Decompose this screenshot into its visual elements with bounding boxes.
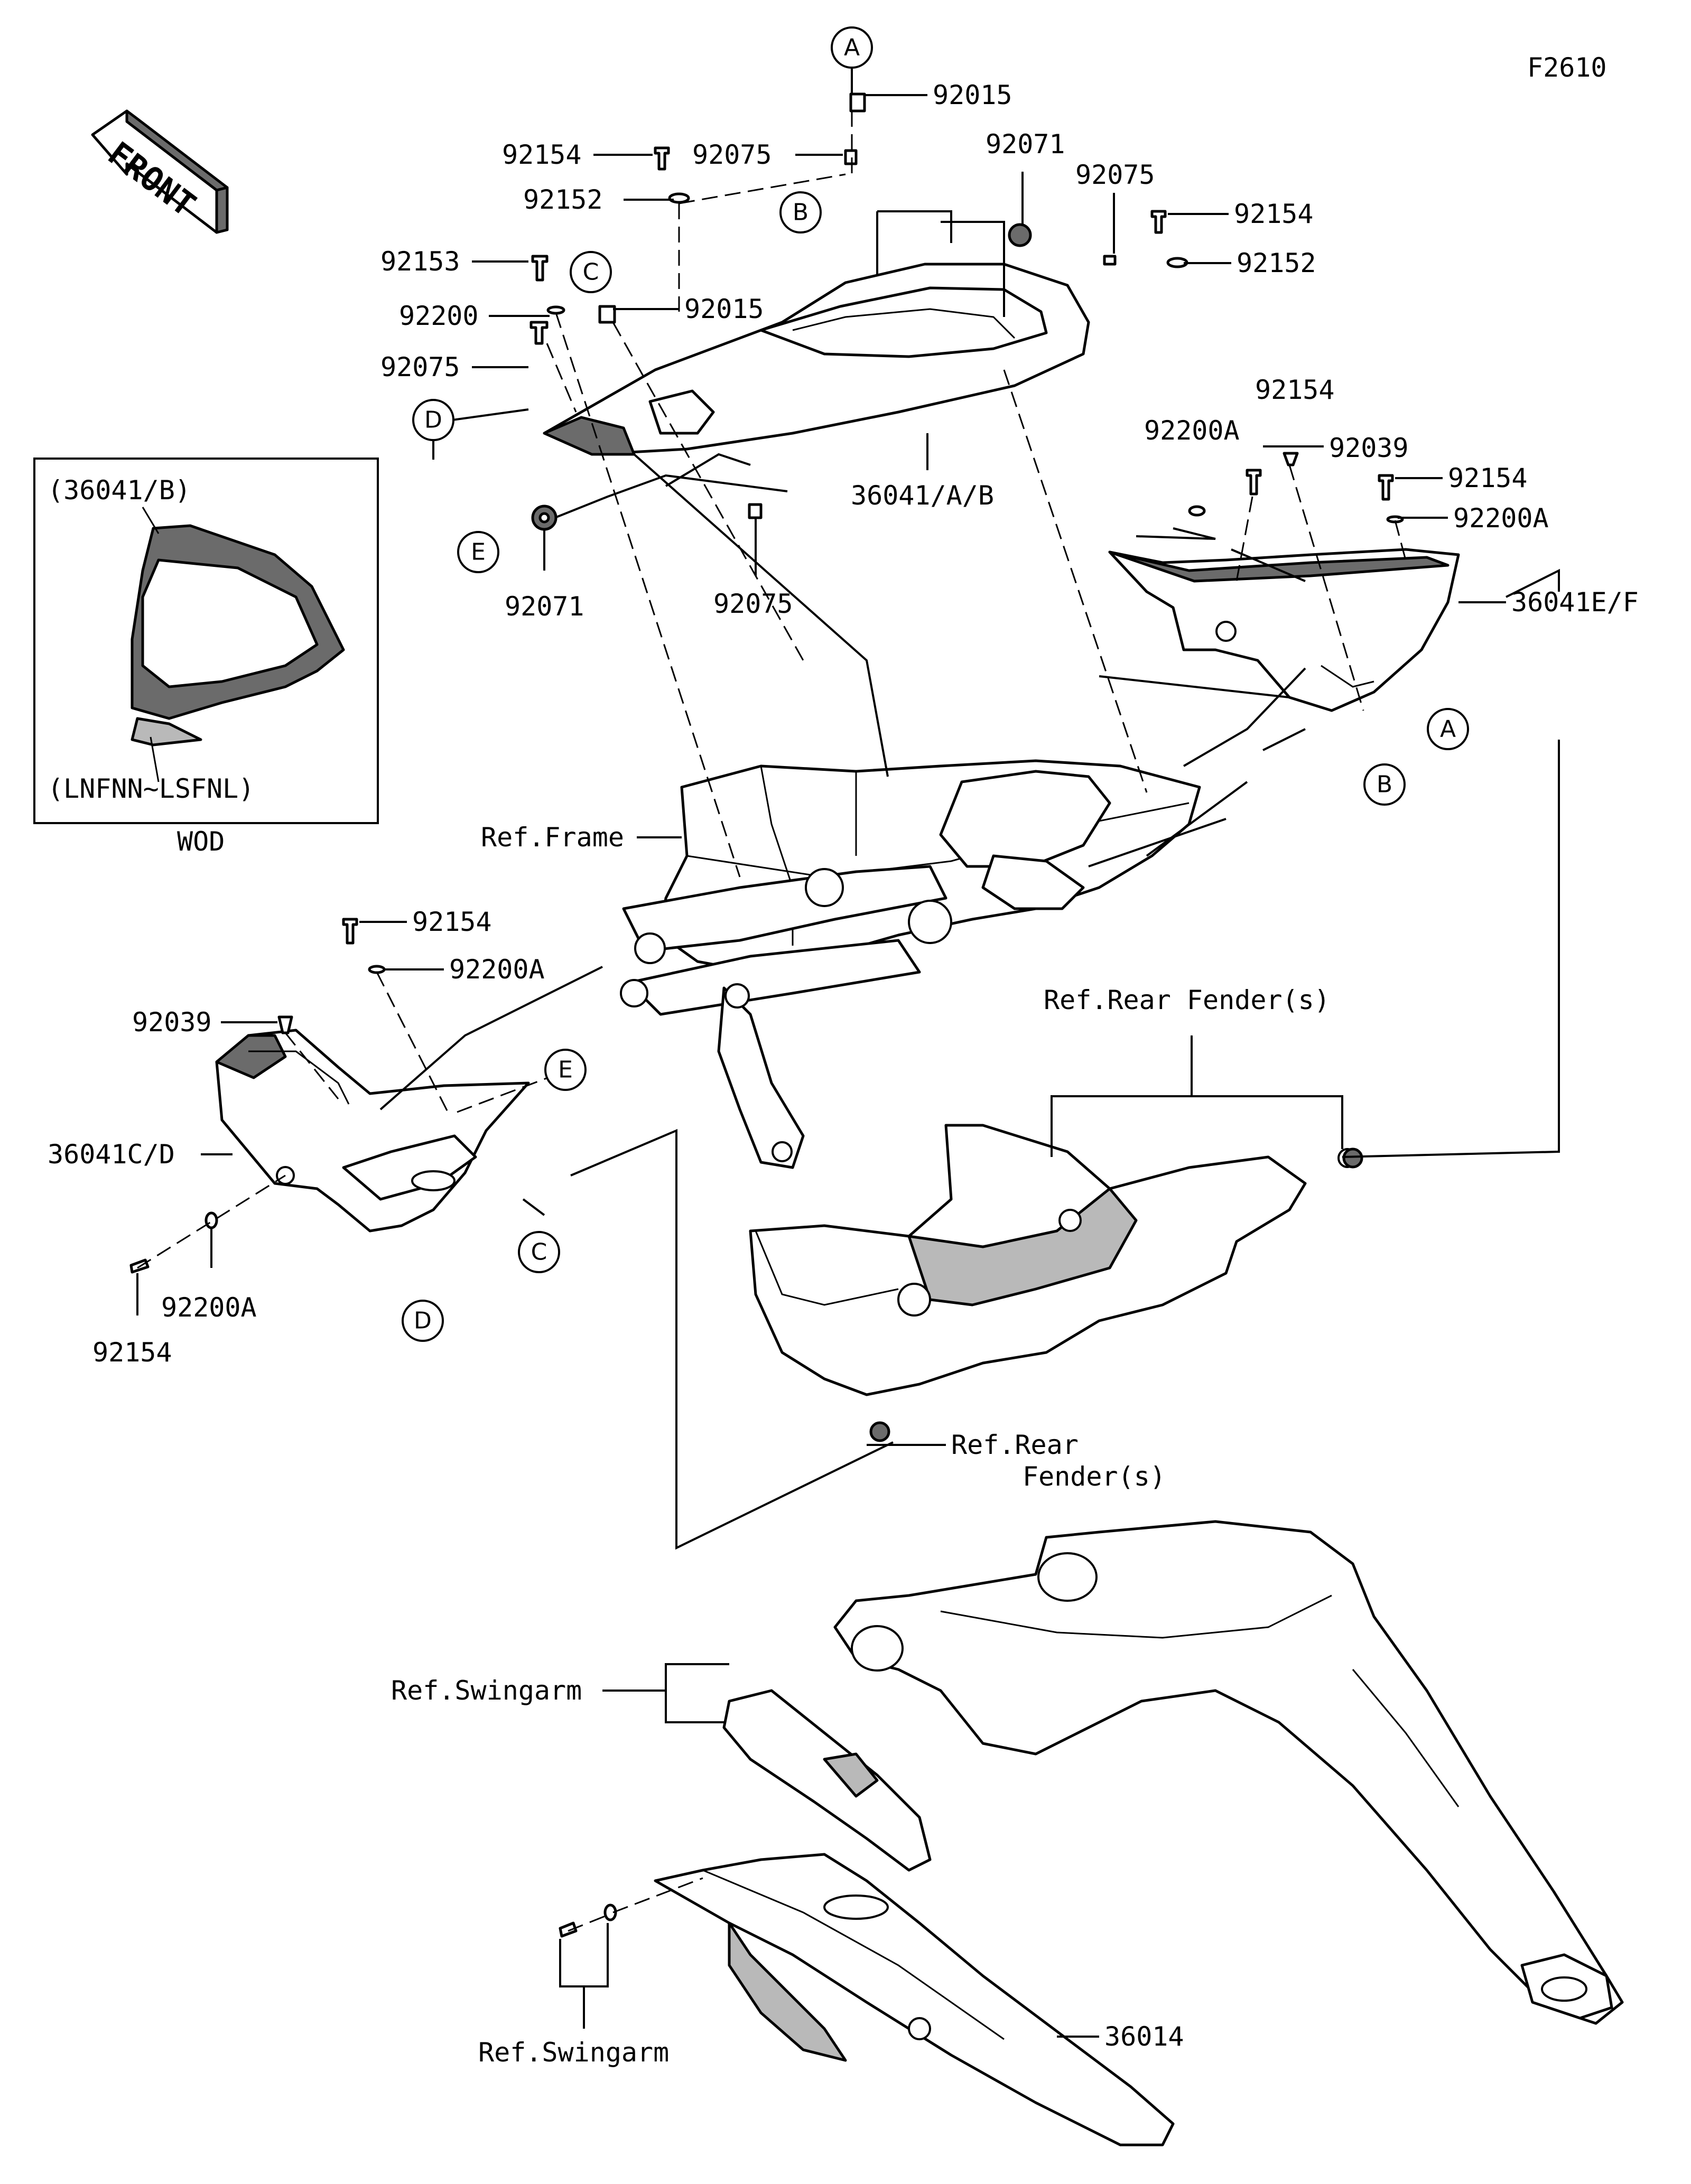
part-label: 92152 [1237, 248, 1316, 278]
part-label: 92200A [161, 1292, 257, 1323]
callout-c-lower: C [518, 1231, 560, 1273]
svg-text:E: E [558, 1057, 573, 1084]
inset-bottom-label: (LNFNN~LSFNL) [48, 773, 254, 804]
figure-code: F2610 [1527, 52, 1607, 83]
rear-fender [749, 1124, 1358, 1442]
fasteners [129, 92, 1404, 1938]
svg-text:A: A [1440, 716, 1456, 743]
svg-text:B: B [793, 199, 809, 226]
callout-d-top: D [412, 399, 454, 441]
part-label: 36041/A/B [851, 480, 994, 511]
part-label: 92153 [380, 246, 460, 277]
side-cover-36041-c-d [215, 1029, 530, 1233]
part-label: 92200A [1144, 415, 1240, 446]
part-label: 92075 [380, 352, 460, 382]
part-label: 92200A [1453, 503, 1549, 534]
svg-text:C: C [583, 259, 599, 286]
inset-caption: WOD [177, 826, 225, 857]
chain-cover-36014 [654, 1853, 1175, 2146]
svg-text:C: C [531, 1239, 547, 1266]
callout-e-lower: E [544, 1049, 587, 1091]
part-label: 92075 [1075, 160, 1155, 190]
callout-a-side: A [1427, 708, 1469, 750]
swingarm [833, 1520, 1624, 2025]
callout-b-top: B [779, 191, 822, 234]
callout-d-lower: D [402, 1300, 444, 1342]
part-label: 36041E/F [1511, 587, 1639, 618]
seat-cowl-36041-a-b [543, 263, 1090, 456]
callout-c-top: C [570, 251, 612, 293]
part-label: 92075 [713, 589, 793, 619]
svg-text:E: E [471, 539, 486, 566]
part-label: 92200A [449, 954, 545, 985]
ref-rear-fender-label-bottom-2: Fender(s) [1023, 1461, 1166, 1492]
svg-text:D: D [424, 407, 442, 434]
ref-swingarm-label-left: Ref.Swingarm [391, 1675, 582, 1706]
ref-frame-label: Ref.Frame [481, 822, 624, 853]
ref-rear-fender-label-bottom-1: Ref.Rear [951, 1430, 1079, 1460]
part-label: 92154 [412, 907, 492, 937]
part-label: 92015 [684, 294, 764, 324]
side-cover-36041-e-f [1108, 548, 1460, 712]
callout-b-side: B [1363, 763, 1406, 806]
part-label: 92152 [523, 184, 603, 215]
part-label: 36014 [1104, 2021, 1184, 2052]
part-label: 92071 [505, 591, 584, 622]
part-label: 36041C/D [48, 1139, 175, 1170]
assembly-lines [137, 111, 1407, 1932]
part-label: 92039 [1329, 433, 1409, 463]
part-label: 92015 [933, 80, 1012, 110]
svg-text:A: A [844, 34, 860, 61]
part-label: 92071 [986, 129, 1065, 160]
frame [620, 759, 1201, 1169]
svg-text:B: B [1377, 771, 1392, 798]
ref-rear-fender-label: Ref.Rear Fender(s) [1044, 985, 1330, 1015]
wod-inset: (36041/B) (LNFNN~LSFNL) WOD [33, 458, 379, 857]
callout-e-top: E [457, 531, 499, 573]
part-label: 92154 [92, 1337, 172, 1368]
part-label: 92039 [132, 1007, 212, 1038]
chain-guard-plate [722, 1689, 932, 1872]
part-label: 92154 [502, 139, 582, 170]
leader-lines [136, 69, 1560, 2038]
part-label: 92154 [1234, 199, 1314, 229]
part-label: 92154 [1448, 463, 1528, 493]
part-label: 92154 [1255, 375, 1335, 405]
part-label: 92075 [692, 139, 772, 170]
inset-top-label: (36041/B) [48, 475, 191, 506]
guide-lines [379, 210, 1560, 1550]
ref-swingarm-label-bottom: Ref.Swingarm [478, 2037, 669, 2068]
callout-a-top: A [831, 26, 873, 69]
front-direction-arrow-icon: FRONT [91, 109, 229, 234]
svg-text:D: D [414, 1308, 432, 1334]
part-label: 92200 [399, 301, 479, 331]
